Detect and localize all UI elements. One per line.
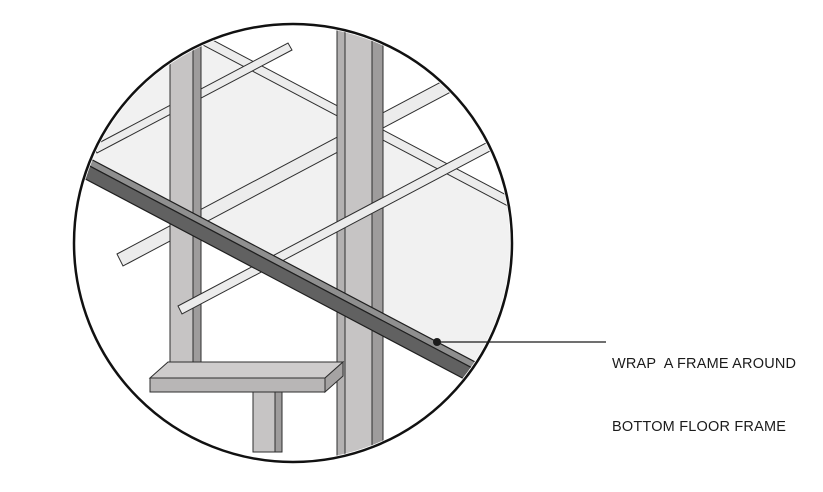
- callout-line-2: BOTTOM FLOOR FRAME: [612, 419, 787, 435]
- stud-right-front: [344, 26, 373, 460]
- stud-left-side: [192, 26, 202, 381]
- cripple-stud-front: [252, 391, 276, 453]
- cross-joist-2: [116, 38, 510, 267]
- wrap-frame-beam-top-face: [76, 145, 510, 399]
- wrap-frame-beam-front-face: [76, 151, 510, 411]
- stud-right-side: [371, 26, 384, 460]
- callout-anchor-dot: [433, 338, 441, 346]
- callout-line-1: WRAP A FRAME AROUND: [612, 356, 797, 372]
- stud-right-back: [336, 26, 346, 460]
- detail-circle-outline: [72, 22, 514, 464]
- bottom-plate-front-face: [149, 377, 326, 393]
- callout-text: WRAP A FRAME AROUND BOTTOM FLOOR FRAME: [612, 312, 796, 480]
- cripple-stud-side: [274, 391, 283, 453]
- bottom-plate-top-face: [148, 361, 345, 379]
- stud-left-front: [169, 26, 194, 381]
- bottom-plate-end-face: [324, 360, 344, 394]
